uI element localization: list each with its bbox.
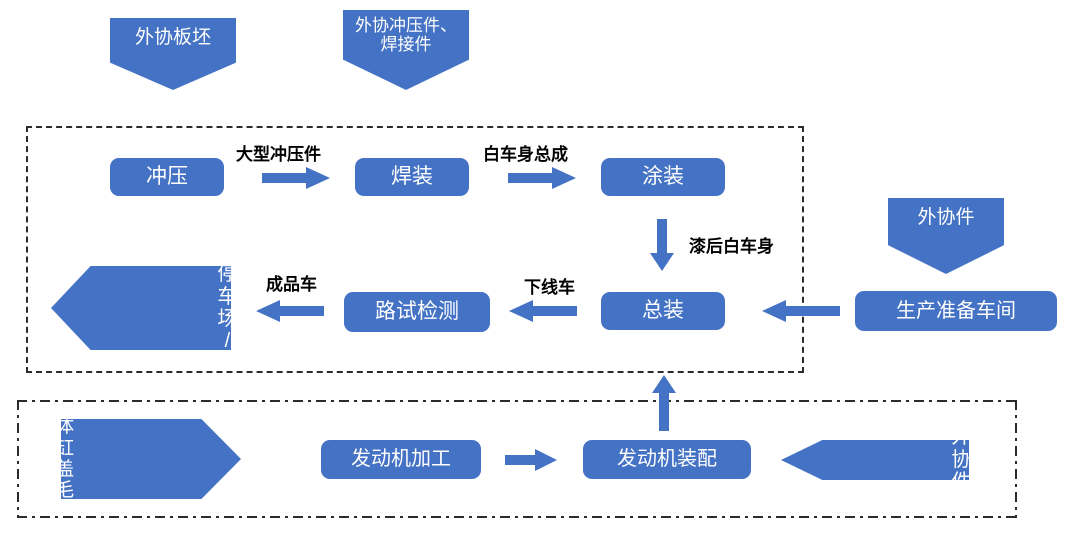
- node-cylinder-blank[interactable]: 缸体缸盖毛 坯: [61, 419, 241, 499]
- edge-label-offline-vehicle: 下线车: [524, 278, 575, 297]
- edge-painting-to-assembly: [650, 219, 674, 271]
- node-engine-assembly[interactable]: 发动机装配: [583, 440, 751, 479]
- edge-label-body-in-white: 白车身总成: [483, 145, 568, 164]
- edge-assembly-to-roadtest: [509, 300, 577, 322]
- edge-welding-to-painting: [508, 167, 576, 189]
- node-engine-machining[interactable]: 发动机加工: [321, 440, 481, 479]
- node-painting[interactable]: 涂装: [601, 158, 725, 196]
- node-final-assembly[interactable]: 总装: [601, 292, 725, 330]
- node-production-prep-shop[interactable]: 生产准备车间: [855, 291, 1057, 331]
- edge-roadtest-to-yard: [256, 300, 324, 322]
- vehicle-plant-boundary: [26, 126, 804, 373]
- edge-label-painted-body: 漆后白车身: [689, 237, 774, 256]
- edge-stamping-to-welding: [262, 167, 330, 189]
- node-stamping[interactable]: 冲压: [110, 158, 224, 196]
- node-supplier-stamping-welding[interactable]: 外协冲压件、 焊接件: [343, 10, 469, 90]
- edge-machining-to-engineassembly: [505, 449, 557, 471]
- node-welding[interactable]: 焊装: [355, 158, 469, 196]
- edge-label-large-stamping-parts: 大型冲压件: [236, 145, 321, 164]
- edge-prep-to-assembly: [762, 300, 840, 322]
- edge-label-finished-vehicle: 成品车: [266, 275, 317, 294]
- node-supplier-parts-lower[interactable]: 外协件: [781, 440, 969, 480]
- node-finished-yard[interactable]: 成品停车场 /发运: [51, 266, 231, 350]
- node-supplier-blank[interactable]: 外协板坯: [110, 18, 236, 90]
- node-road-test[interactable]: 路试检测: [344, 292, 490, 332]
- edge-engine-to-assembly: [652, 375, 676, 431]
- node-supplier-parts-upper[interactable]: 外协件: [888, 198, 1004, 274]
